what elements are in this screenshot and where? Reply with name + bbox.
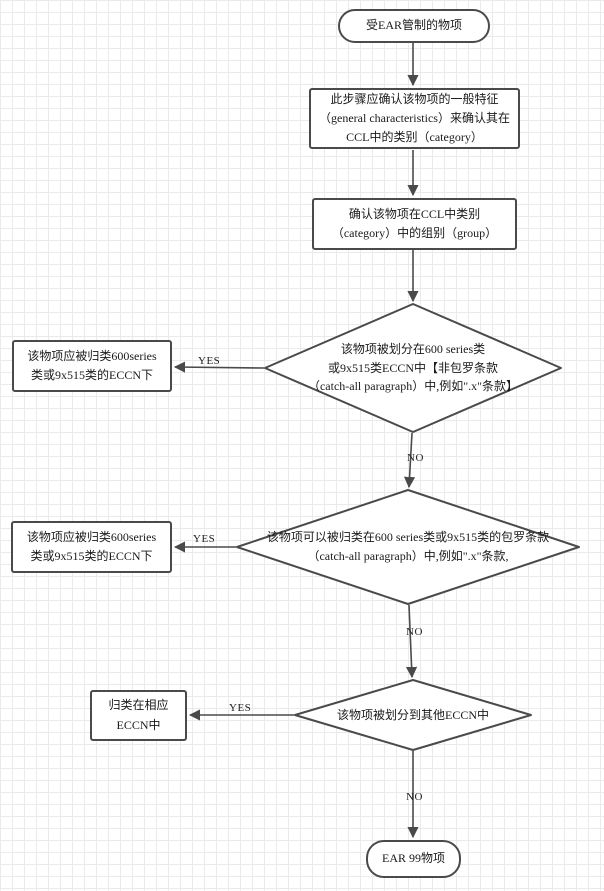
edge-label-no-3: NO: [406, 791, 423, 803]
edge-label-no-1: NO: [407, 452, 424, 464]
result3-line2: ECCN中: [116, 717, 161, 732]
connector-decision1-no-to-decision2: [403, 432, 416, 489]
connector-decision1-yes-to-result1: [173, 361, 265, 373]
decision-other-eccn-diamond: [294, 679, 532, 751]
process-identify-group: 确认该物项在CCL中类别 （category）中的组别（group）: [312, 198, 517, 250]
connector-decision2-no-to-decision3: [405, 604, 418, 679]
process2-line1: 确认该物项在CCL中类别: [348, 206, 481, 221]
process1-line1: 此步骤应确认该物项的一般特征: [330, 91, 499, 106]
result-classify-600series-2: 该物项应被归类600series 类或9x515类的ECCN下: [11, 521, 172, 573]
result-classify-600series-1: 该物项应被归类600series 类或9x515类的ECCN下: [12, 340, 172, 392]
process1-line3: CCL中的类别（category）: [346, 130, 483, 145]
edge-label-yes-2: YES: [193, 533, 216, 545]
decision-600series-noncatchall-diamond: [264, 303, 562, 433]
result2-line2: 类或9x515类的ECCN下: [30, 549, 153, 563]
result2-line1: 该物项应被归类600series: [26, 529, 157, 544]
process1-line2: （general characteristics）来确认其在: [319, 110, 510, 125]
result1-line1: 该物项应被归类600series: [27, 348, 157, 363]
decision-600series-catchall-diamond: [236, 489, 580, 605]
result3-line1: 归类在相应: [108, 698, 169, 713]
end-node-label: EAR 99物项: [381, 851, 445, 866]
edge-label-yes-1: YES: [198, 355, 221, 367]
start-node-label: 受EAR管制的物项: [365, 18, 462, 33]
result1-line2: 类或9x515类的ECCN下: [30, 368, 153, 382]
edge-label-yes-3: YES: [229, 702, 252, 714]
process-identify-general-characteristics: 此步骤应确认该物项的一般特征 （general characteristics）…: [309, 88, 520, 149]
process2-line2: （category）中的组别（group）: [331, 226, 498, 240]
edge-label-no-2: NO: [406, 626, 423, 638]
end-node-ear99: EAR 99物项: [366, 840, 461, 878]
result-classify-corresponding-eccn: 归类在相应 ECCN中: [90, 690, 187, 741]
start-node-ear-item: 受EAR管制的物项: [338, 9, 490, 43]
